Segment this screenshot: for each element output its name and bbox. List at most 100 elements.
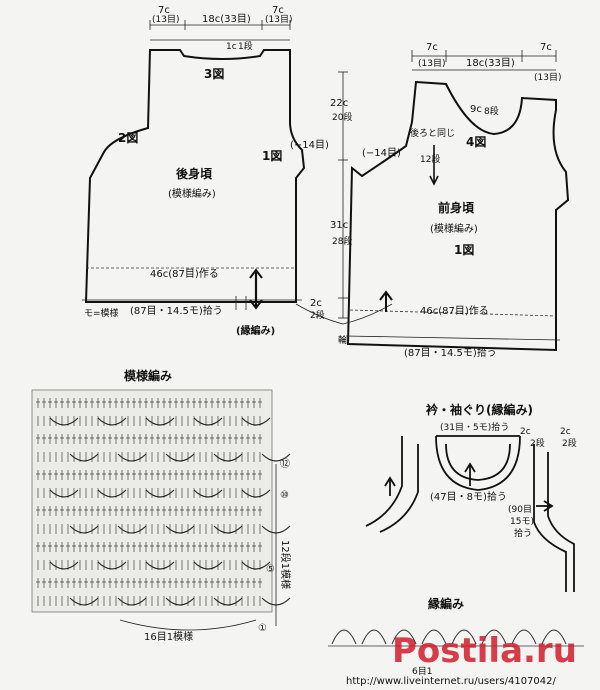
- front-fig4-label: 4図: [466, 135, 486, 149]
- chart-stitch-row: [36, 578, 262, 588]
- edging-shell: [511, 629, 537, 645]
- border-height: 2c: [310, 298, 322, 309]
- chart-stitch-row: [36, 434, 262, 444]
- chart-fan-motif: [145, 489, 175, 498]
- edging-shell: [361, 629, 387, 645]
- back-pickup-note: (87目・14.5モ)拾う: [130, 304, 223, 317]
- chart-fan-motif: [69, 525, 99, 534]
- armhole-rows: 20段: [332, 111, 352, 123]
- back-piece-pattern: (模様編み): [168, 187, 216, 200]
- back-piece: 7c (13目) 18c(33目) 7c (13目) 1c 1段 3図 2図 1…: [82, 5, 329, 337]
- armhole-pickup-sts: (90目: [508, 504, 532, 515]
- chart-stitch-row: [37, 452, 261, 462]
- front-top-mid-width: 18c(33目): [466, 58, 515, 69]
- chart-fan-motif: [117, 597, 147, 606]
- chart-title: 模様編み: [124, 368, 172, 383]
- edging-shell: [391, 629, 417, 645]
- border-rows: 2段: [310, 309, 325, 321]
- front-12-rows: 12段: [420, 153, 440, 165]
- chart-fan-motif: [261, 453, 291, 462]
- chart-fan-motif: [49, 417, 79, 426]
- chart-fan-motif: [145, 417, 175, 426]
- edging-shell: [451, 629, 477, 645]
- armhole-depth: 22c: [330, 98, 348, 109]
- chart-row-label-5: ⑤: [266, 564, 275, 575]
- band-rows-1: 2段: [530, 437, 545, 449]
- front-decrease-note: (−14目): [362, 148, 401, 159]
- body-length: 31c: [330, 220, 348, 231]
- front-piece-title: 前身頃: [438, 200, 475, 215]
- chart-fan-motif: [117, 525, 147, 534]
- chart-stitch-row: [36, 398, 262, 408]
- chart-fan-motif: [165, 453, 195, 462]
- chart-stitch-row: [37, 524, 261, 534]
- chart-fan-motif: [193, 489, 223, 498]
- band-height-1: 2c: [520, 427, 531, 437]
- chart-fan-motif: [49, 489, 79, 498]
- chart-row-label-12: ⑫: [280, 458, 290, 470]
- back-top-right-sts: (13目): [265, 14, 292, 25]
- chart-stitch-row: [37, 560, 261, 570]
- chart-fan-motif: [213, 453, 243, 462]
- back-border-label: (縁編み): [236, 324, 275, 337]
- chart-fan-motif: [241, 489, 271, 498]
- edging-title: 縁編み: [428, 596, 464, 611]
- front-piece: 7c (13目) 18c(33目) 7c (13目) 9c 8段 後ろと同じ 1…: [345, 42, 570, 359]
- edging-shell: [541, 629, 567, 645]
- front-top-right-width: 7c: [540, 42, 552, 53]
- chart-fan-motif: [213, 525, 243, 534]
- watermark: Postila.ru http://www.liveinternet.ru/us…: [346, 631, 577, 687]
- back-piece-title: 後身頃: [176, 166, 213, 181]
- front-top-right-sts: (13目): [534, 72, 561, 83]
- chart-fan-motif: [69, 453, 99, 462]
- chart-fan-motif: [97, 417, 127, 426]
- neckband-title: 衿・袖ぐり(縁編み): [426, 402, 533, 417]
- back-fig2-label: 2図: [118, 131, 138, 145]
- chart-fan-motif: [193, 417, 223, 426]
- front-top-left-width: 7c: [426, 42, 438, 53]
- chart-repeat-rows: 12段1模様: [279, 540, 292, 589]
- chart-fan-motif: [241, 561, 271, 570]
- watermark-brand: Postila.ru: [392, 631, 577, 671]
- chart-stitch-row: [37, 596, 261, 606]
- back-top-left-width: 7c: [158, 5, 170, 16]
- front-neck-depth: 9c: [470, 104, 482, 115]
- chart-stitch-row: [36, 506, 262, 516]
- chart-grid: [31, 389, 273, 613]
- chart-repeat-sts: 16目1模様: [144, 630, 193, 643]
- band-rows-2: 2段: [562, 437, 577, 449]
- chart-fan-motif: [145, 561, 175, 570]
- chart-fan-motif: [241, 417, 271, 426]
- edging-symbols: [328, 629, 584, 647]
- back-decrease-note: (−14目): [290, 140, 329, 151]
- front-neck-rows: 8段: [484, 105, 499, 117]
- back-top-mid-width: 18c(33目): [202, 14, 251, 25]
- neck-pickup-note: (31目・5モ)拾う: [440, 421, 509, 433]
- center-dimensions: 22c 20段 31c 28段 2c 2段 輪: [295, 71, 393, 346]
- front-fig1-label: 1図: [454, 243, 474, 257]
- edging-repeat: 6目1: [412, 666, 432, 677]
- chart-row-label-10: ⑩: [280, 490, 289, 501]
- front-cast-on-note: 46c(87目)作る: [420, 305, 489, 317]
- chart-stitch-row: [37, 416, 261, 426]
- same-as-back-note: 後ろと同じ: [410, 127, 455, 139]
- chart-fan-motif: [97, 489, 127, 498]
- ring-note: 輪: [338, 334, 347, 346]
- chart-stitch-row: [36, 470, 262, 480]
- back-top-left-sts: (13目): [152, 14, 179, 25]
- chart-fan-motif: [117, 453, 147, 462]
- front-top-left-sts: (13目): [418, 58, 445, 69]
- chart-fan-motif: [97, 561, 127, 570]
- body-length-rows: 28段: [332, 235, 352, 247]
- back-neck-drop: 1c: [226, 42, 237, 52]
- neckband-diagram: 衿・袖ぐり(縁編み) (31目・5モ)拾う 2c 2段 2c 2段 (47目・8…: [365, 402, 577, 592]
- back-cast-on-note: 46c(87目)作る: [150, 268, 219, 280]
- edging-shell: [421, 629, 447, 645]
- chart-fan-motif: [165, 525, 195, 534]
- front-piece-pattern: (模様編み): [430, 222, 478, 235]
- chart-row-label-1: ①: [258, 623, 267, 634]
- watermark-url: http://www.liveinternet.ru/users/4107042…: [346, 676, 557, 687]
- back-fig1-label: 1図: [262, 149, 282, 163]
